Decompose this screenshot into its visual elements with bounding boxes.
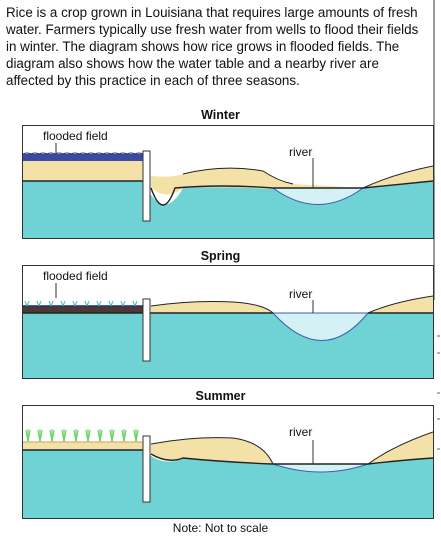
summer-diagram — [23, 406, 433, 518]
rice-sprouts — [24, 300, 138, 307]
spring-title: Spring — [200, 249, 241, 263]
dark-soil — [23, 306, 143, 313]
rice-plants — [25, 429, 139, 443]
groundwater-area — [23, 181, 433, 238]
river-water — [271, 187, 365, 205]
edge-mark — [437, 352, 440, 354]
summer-panel: river — [22, 405, 434, 519]
soil-layer — [23, 161, 143, 181]
edge-mark — [437, 448, 440, 450]
edge-mark — [437, 392, 440, 394]
summer-title: Summer — [195, 389, 246, 403]
winter-title: Winter — [201, 108, 240, 122]
soil-layer — [23, 442, 143, 450]
spring-field-label: flooded field — [43, 269, 108, 283]
groundwater-area — [23, 313, 433, 378]
spring-river-label: river — [289, 287, 313, 301]
winter-field-label: flooded field — [43, 129, 108, 143]
soil-layer — [368, 432, 433, 464]
winter-river-label: river — [289, 145, 313, 159]
winter-diagram — [23, 126, 433, 238]
spring-panel: flooded field river — [22, 265, 434, 379]
water-table-line — [23, 449, 433, 465]
soil-layer — [151, 166, 433, 195]
winter-panel: flooded field river — [22, 125, 434, 239]
soil-layer — [151, 301, 273, 313]
river-water — [271, 312, 370, 341]
spring-diagram — [23, 266, 433, 378]
soil-layer — [151, 437, 273, 464]
soil-layer — [368, 296, 433, 313]
page-edge-rule — [433, 0, 435, 300]
edge-mark — [437, 418, 440, 420]
flood-water — [23, 154, 143, 161]
scale-note: Note: Not to scale — [172, 521, 269, 535]
water-table-line — [23, 180, 433, 206]
well-pipe — [142, 150, 151, 222]
well-pipe — [142, 298, 151, 362]
intro-paragraph: Rice is a crop grown in Louisiana that r… — [6, 5, 419, 88]
edge-mark — [437, 335, 440, 337]
well-pipe — [142, 435, 151, 503]
summer-river-label: river — [289, 425, 313, 439]
